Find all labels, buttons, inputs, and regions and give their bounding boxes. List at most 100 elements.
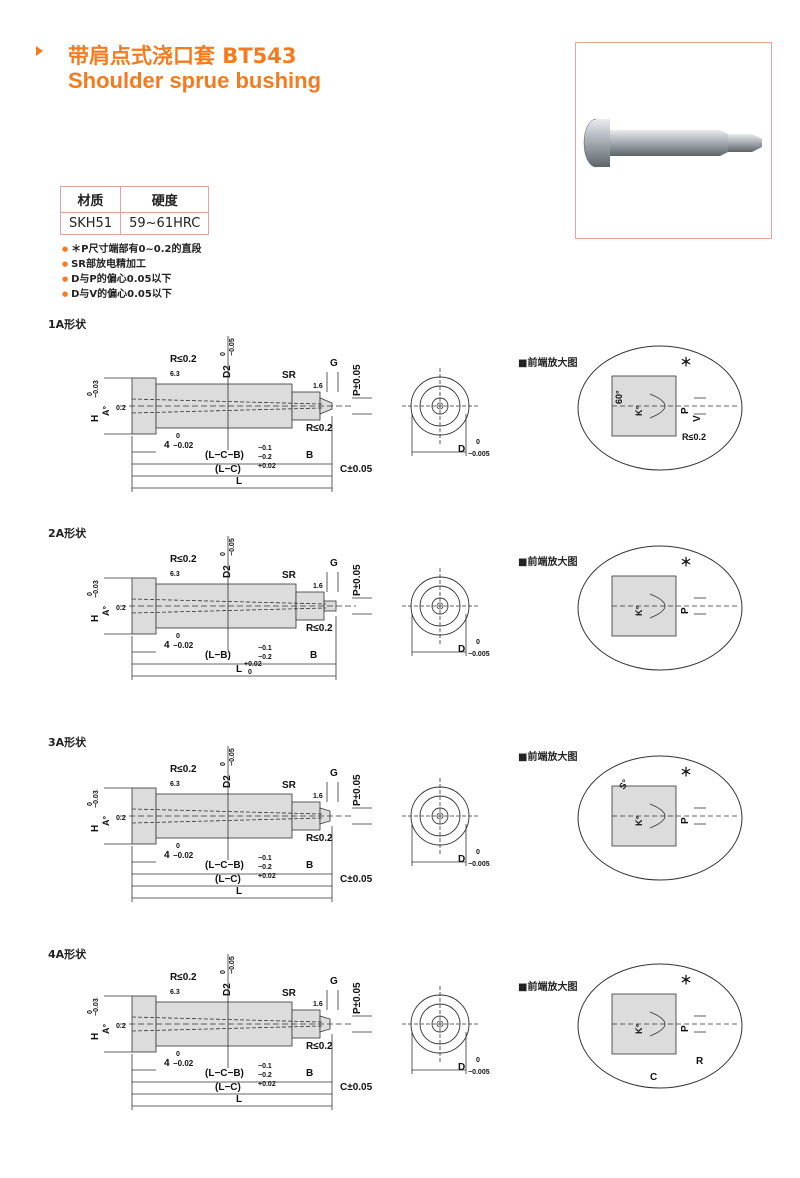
radius-label: R≤0.2 bbox=[170, 554, 197, 565]
tol-label: 0 bbox=[176, 433, 180, 440]
a-tol-label: 0.2 bbox=[116, 605, 126, 612]
roughness-label: 6.3 bbox=[170, 989, 180, 996]
enlarge-label-1a: ■前端放大图 bbox=[518, 358, 578, 369]
g-label: G bbox=[330, 768, 338, 779]
tol-label: 0 bbox=[87, 592, 94, 596]
enlarge-ellipse bbox=[577, 963, 743, 1089]
sprue-bushing-photo-icon bbox=[583, 118, 762, 168]
v-label: V bbox=[692, 415, 703, 422]
bushing-nozzle bbox=[319, 397, 333, 415]
tol-label: −0.02 bbox=[173, 1059, 194, 1068]
tol-label: −0.1 bbox=[258, 1063, 272, 1070]
radius-label: R≤0.2 bbox=[170, 972, 197, 983]
star-label: ＊ bbox=[680, 765, 692, 779]
tol-label: −0.005 bbox=[468, 861, 490, 868]
tol-label: −0.2 bbox=[258, 1072, 272, 1079]
p-label: P±0.05 bbox=[352, 364, 363, 396]
tol-label: 0 bbox=[87, 1010, 94, 1014]
d-label: D bbox=[458, 854, 465, 865]
lcb-label: (L−C−B) bbox=[205, 450, 244, 461]
tol-label: 0 bbox=[220, 762, 227, 766]
p-label: P±0.05 bbox=[352, 982, 363, 1014]
g-label: G bbox=[330, 358, 338, 369]
k-angle-label: K° bbox=[634, 1024, 644, 1034]
tol-label: −0.05 bbox=[229, 956, 236, 974]
tol-label: −0.005 bbox=[468, 1069, 490, 1076]
tol-label: 0 bbox=[176, 1051, 180, 1058]
enlarged-p-label: P bbox=[680, 817, 691, 824]
c-label: C±0.05 bbox=[340, 464, 373, 475]
sr-label: SR bbox=[282, 988, 297, 999]
enlarged-p-label: P bbox=[680, 1025, 691, 1032]
l-label: L bbox=[236, 1094, 242, 1105]
tol-label: +0.02 bbox=[244, 661, 262, 668]
tol-label: −0.02 bbox=[173, 851, 194, 860]
tol-label: +0.02 bbox=[258, 463, 276, 470]
enlarge-label-4a: ■前端放大图 bbox=[518, 982, 578, 993]
g-label: G bbox=[330, 558, 338, 569]
tol-label: 0 bbox=[220, 970, 227, 974]
enlarge-label-2a: ■前端放大图 bbox=[518, 557, 578, 568]
tol-label: −0.2 bbox=[258, 864, 272, 871]
d-label: D bbox=[458, 444, 465, 455]
l-label: L bbox=[236, 664, 242, 675]
tol-label: −0.005 bbox=[468, 651, 490, 658]
note-item: D与V的偏心0.05以下 bbox=[62, 287, 202, 302]
tol-label: −0.1 bbox=[258, 855, 272, 862]
tol-label: 0 bbox=[220, 552, 227, 556]
b-label: B bbox=[306, 450, 313, 461]
material-value: SKH51 bbox=[59, 212, 122, 235]
end-view-bore bbox=[436, 1020, 444, 1028]
angle-label: A° bbox=[101, 1024, 111, 1034]
lc-label: (L−C) bbox=[215, 1082, 241, 1093]
radius-label: R≤0.2 bbox=[682, 432, 706, 442]
note-item: ＊P尺寸端部有0~0.2的直段 bbox=[62, 242, 201, 257]
p-label: P±0.05 bbox=[352, 774, 363, 806]
bore-line bbox=[131, 407, 323, 414]
enlarge-ellipse bbox=[577, 545, 743, 671]
radius-label: R≤0.2 bbox=[170, 354, 197, 365]
tol-label: 0 bbox=[476, 1057, 480, 1064]
bore-line bbox=[131, 607, 327, 614]
radius-label: R≤0.2 bbox=[306, 833, 333, 844]
d2-label: D2 bbox=[222, 775, 233, 788]
tol-label: −0.2 bbox=[258, 454, 272, 461]
star-label: ＊ bbox=[680, 355, 692, 369]
p-label: P±0.05 bbox=[352, 564, 363, 596]
material-header: 材质 bbox=[59, 186, 122, 213]
dim-four-label: 4 bbox=[164, 640, 170, 651]
h-label: H bbox=[90, 1033, 101, 1040]
dim-four-label: 4 bbox=[164, 850, 170, 861]
tol-label: −0.02 bbox=[173, 441, 194, 450]
roughness-label: 6.3 bbox=[170, 571, 180, 578]
tol-label: 0 bbox=[476, 849, 480, 856]
enlarge-ellipse bbox=[577, 345, 743, 471]
bore-line bbox=[131, 817, 323, 824]
k-angle-label: K° bbox=[634, 406, 644, 416]
section-label-4a: 4A形状 bbox=[48, 948, 87, 961]
page-title-en: Shoulder sprue bushing bbox=[68, 68, 322, 93]
sr-label: SR bbox=[282, 570, 297, 581]
hardness-value: 59~61HRC bbox=[120, 212, 210, 235]
angle-label: A° bbox=[101, 606, 111, 616]
bore-line bbox=[131, 598, 327, 605]
d2-label: D2 bbox=[222, 983, 233, 996]
tol-label: 0 bbox=[476, 439, 480, 446]
note-item: D与P的偏心0.05以下 bbox=[62, 272, 202, 287]
tol-label: 0 bbox=[176, 843, 180, 850]
tol-label: 0 bbox=[476, 639, 480, 646]
material-table: 材质 硬度 SKH51 59~61HRC bbox=[59, 186, 210, 235]
tol-label: −0.05 bbox=[229, 338, 236, 356]
enlarge-ellipse bbox=[577, 755, 743, 881]
sr-label: SR bbox=[282, 370, 297, 381]
b-label: B bbox=[306, 860, 313, 871]
tol-label: 0 bbox=[176, 633, 180, 640]
tol-label: −0.03 bbox=[93, 998, 100, 1016]
enlarged-c-label: C bbox=[650, 1072, 657, 1083]
section-label-2a: 2A形状 bbox=[48, 527, 87, 540]
tol-label: −0.05 bbox=[229, 538, 236, 556]
radius-label: R≤0.2 bbox=[170, 764, 197, 775]
enlarge-label-3a: ■前端放大图 bbox=[518, 752, 578, 763]
bore-line bbox=[131, 1025, 323, 1032]
